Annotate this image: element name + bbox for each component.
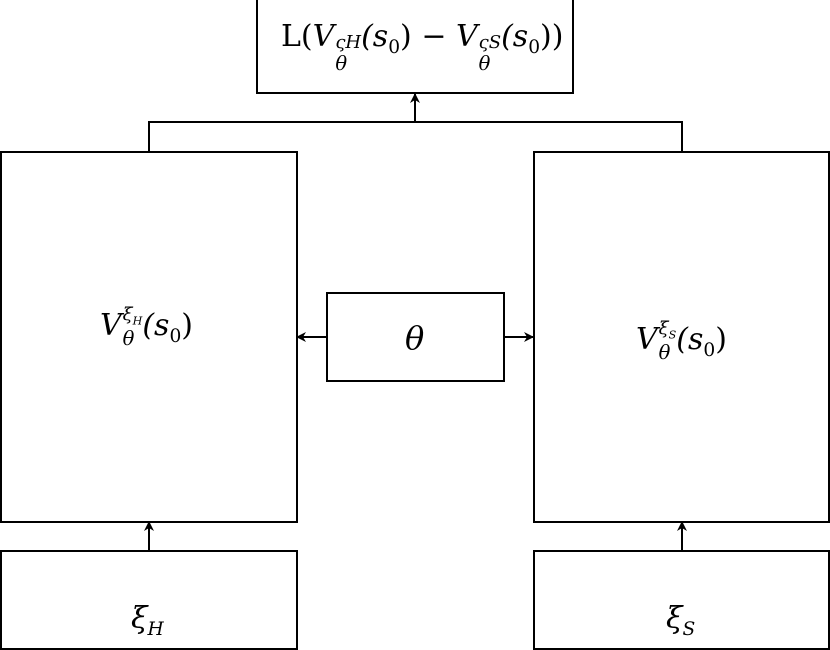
right-input-sub: S bbox=[682, 619, 696, 640]
loss-arg-s: (s bbox=[501, 19, 529, 54]
theta-label: θ bbox=[405, 319, 425, 357]
loss-v-h: V bbox=[312, 19, 335, 54]
left-input-box bbox=[0, 550, 298, 650]
right-input-symbol: ξ bbox=[666, 601, 683, 636]
theta-box bbox=[326, 292, 505, 382]
loss-arg-sub-s: 0 bbox=[528, 37, 541, 58]
loss-arg-close-h: ) bbox=[400, 19, 412, 54]
left-input-symbol: ξ bbox=[131, 601, 148, 636]
loss-sup-s: ςS bbox=[478, 32, 502, 53]
right-value-box bbox=[533, 151, 830, 523]
loss-v-s: V bbox=[456, 19, 478, 54]
right-value-sub: θ bbox=[658, 340, 671, 364]
right-value-arg-sub: 0 bbox=[703, 340, 716, 362]
loss-prefix: L( bbox=[281, 19, 313, 54]
left-input-label: ξH bbox=[131, 604, 164, 640]
left-value-sub: θ bbox=[122, 326, 135, 350]
left-value-box bbox=[0, 151, 298, 523]
right-input-label: ξS bbox=[666, 604, 695, 640]
loss-close: )) bbox=[540, 19, 564, 54]
loss-minus: − bbox=[421, 19, 447, 54]
loss-sub-theta-h: θ bbox=[335, 52, 348, 75]
left-value-v: V bbox=[100, 308, 122, 344]
merge-connector bbox=[148, 121, 683, 152]
left-input-sub: H bbox=[147, 619, 164, 640]
right-value-sup-sub: S bbox=[668, 328, 677, 342]
right-input-box bbox=[533, 550, 830, 650]
right-value-arg-open: (s bbox=[676, 322, 704, 358]
left-value-sup-sub: H bbox=[132, 314, 143, 328]
loss-arg-sub-h: 0 bbox=[388, 37, 401, 58]
right-value-v: V bbox=[636, 322, 658, 358]
loss-sub-theta-s: θ bbox=[478, 52, 491, 75]
loss-arg-h: (s bbox=[361, 19, 389, 54]
right-value-sup: ξ bbox=[658, 318, 669, 339]
left-value-arg-open: (s bbox=[142, 308, 170, 344]
loss-sup-h: ςH bbox=[335, 32, 362, 53]
loss-box bbox=[256, 0, 574, 94]
left-value-arg-sub: 0 bbox=[169, 326, 182, 348]
left-value-arg-close: ) bbox=[181, 308, 193, 344]
left-value-sup: ξ bbox=[122, 304, 133, 325]
right-value-arg-close: ) bbox=[715, 322, 727, 358]
